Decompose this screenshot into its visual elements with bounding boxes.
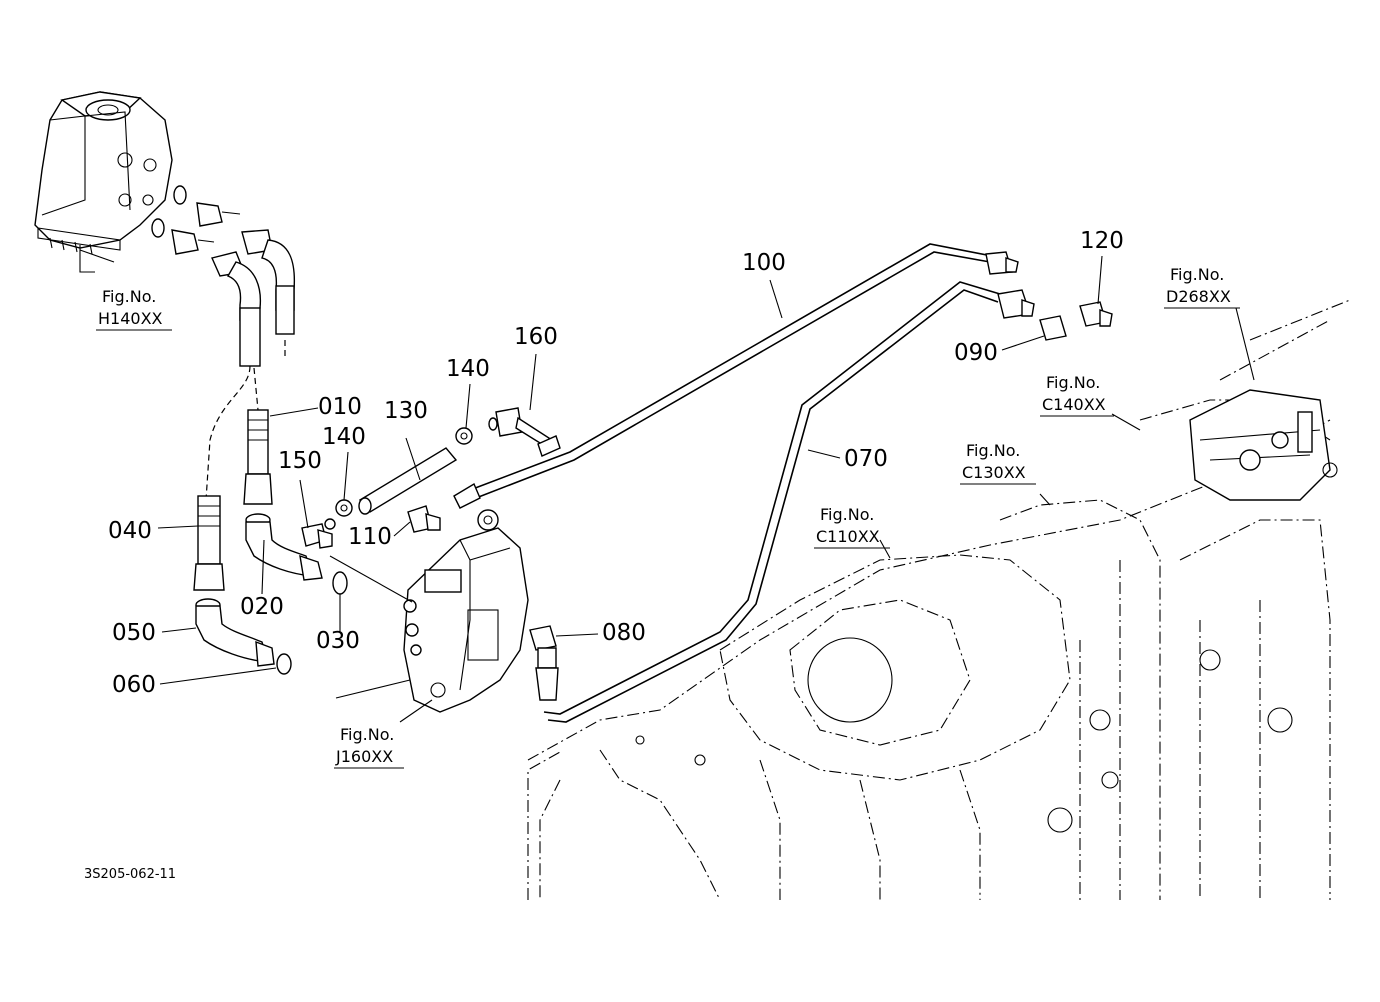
fig-ref-c130-prefix: Fig.No. xyxy=(966,441,1020,460)
fig-ref-d268-code: D268XX xyxy=(1166,287,1231,306)
part-130-tube xyxy=(358,447,458,515)
label-010: 010 xyxy=(318,394,362,420)
fig-ref-j160-code: J160XX xyxy=(335,747,393,766)
label-080: 080 xyxy=(602,620,646,646)
fig-ref-j160: Fig.No. J160XX xyxy=(334,725,404,769)
label-120: 120 xyxy=(1080,228,1124,254)
transmission-housing xyxy=(527,299,1351,901)
label-070: 070 xyxy=(844,446,888,472)
fig-ref-c140-code: C140XX xyxy=(1042,395,1106,414)
fig-ref-j160-prefix: Fig.No. xyxy=(340,725,394,744)
drawing-code: 3S205-062-11 xyxy=(84,867,176,882)
fig-ref-h140-prefix: Fig.No. xyxy=(102,287,156,306)
label-060: 060 xyxy=(112,672,156,698)
part-labels: 010 020 030 040 050 060 070 080 090 100 … xyxy=(108,228,1124,698)
fig-ref-c110-prefix: Fig.No. xyxy=(820,505,874,524)
part-040-hose xyxy=(193,495,225,591)
steering-hoses xyxy=(205,229,296,501)
label-040: 040 xyxy=(108,518,152,544)
part-060-oring xyxy=(276,653,292,675)
part-150-connector xyxy=(301,518,336,549)
part-030-oring xyxy=(332,571,348,595)
label-020: 020 xyxy=(240,594,284,620)
pipe-end-fittings xyxy=(453,251,1113,509)
hydraulic-valve-topright xyxy=(1189,389,1338,501)
fig-ref-c130-code: C130XX xyxy=(962,463,1026,482)
part-110-tee xyxy=(407,505,441,533)
part-010-hose xyxy=(243,409,273,505)
label-090: 090 xyxy=(954,340,998,366)
part-020-elbow xyxy=(245,513,323,581)
steering-unit xyxy=(34,91,173,273)
label-140-upper: 140 xyxy=(446,356,490,382)
fig-ref-d268: Fig.No. D268XX xyxy=(1164,265,1240,309)
label-030: 030 xyxy=(316,628,360,654)
fig-ref-c110: Fig.No. C110XX xyxy=(814,505,890,549)
fig-ref-d268-prefix: Fig.No. xyxy=(1170,265,1224,284)
fig-ref-c110-code: C110XX xyxy=(816,527,880,546)
fig-ref-c140-prefix: Fig.No. xyxy=(1046,373,1100,392)
label-130: 130 xyxy=(384,398,428,424)
label-140-lower: 140 xyxy=(322,424,366,450)
part-140-clip-lower xyxy=(335,499,353,517)
pipe-070 xyxy=(543,281,1001,723)
label-110: 110 xyxy=(348,524,392,550)
fig-ref-c140: Fig.No. C140XX xyxy=(1040,373,1114,417)
part-080-elbow xyxy=(529,625,559,701)
leader-lines xyxy=(79,249,1255,723)
label-100: 100 xyxy=(742,250,786,276)
steering-fittings xyxy=(151,185,241,255)
part-050-elbow xyxy=(195,598,275,667)
fig-ref-h140-code: H140XX xyxy=(98,309,163,328)
label-050: 050 xyxy=(112,620,156,646)
part-140-clip-upper xyxy=(455,427,473,445)
label-150: 150 xyxy=(278,448,322,474)
part-160-fitting xyxy=(488,407,553,450)
fig-ref-c130: Fig.No. C130XX xyxy=(960,441,1036,485)
fig-ref-h140: Fig.No. H140XX xyxy=(96,287,172,331)
pipe-100 xyxy=(469,243,993,499)
valve-block xyxy=(403,509,529,713)
figure-references: Fig.No. H140XX Fig.No. J160XX Fig.No. C1… xyxy=(96,265,1240,769)
label-160: 160 xyxy=(514,324,558,350)
